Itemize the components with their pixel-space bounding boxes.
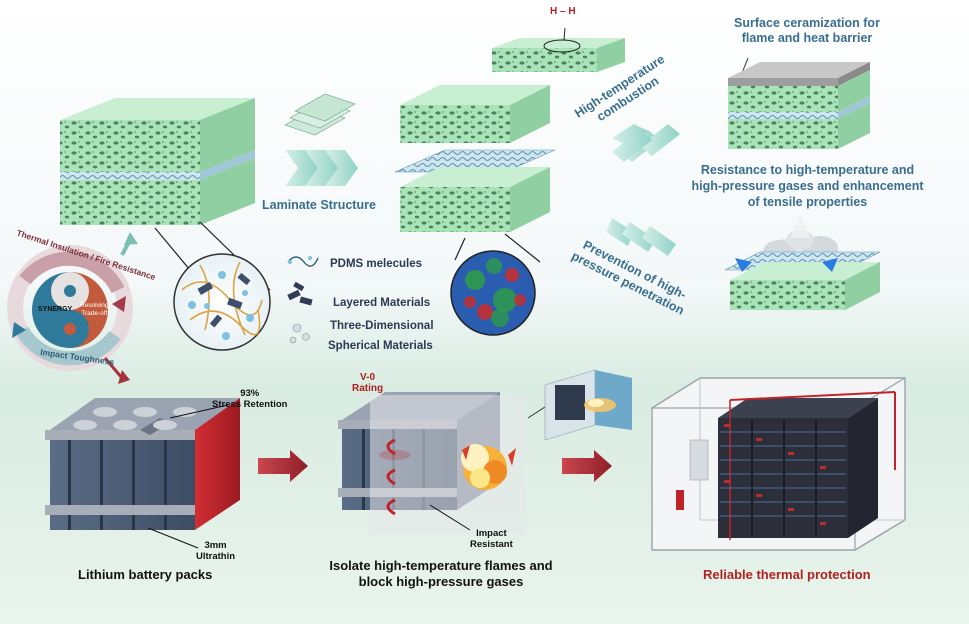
reliable-caption: Reliable thermal protection [703, 567, 871, 582]
battery-caption: Lithium battery packs [78, 567, 213, 582]
impact-line-1: Impact [476, 528, 507, 539]
zoom-line [504, 233, 541, 263]
ultrathin-mm: 3mm [204, 540, 227, 551]
zoom-line [154, 227, 191, 271]
ceramization-line-1: Surface ceramization for [734, 16, 880, 30]
resolving-label: Resolving Trade-off [80, 302, 109, 318]
impact-line-2: Resistant [470, 539, 513, 550]
pdms-label: PDMS melecules [330, 258, 423, 270]
isolate-line-2: block high-pressure gases [358, 574, 524, 589]
ceramization-line-2: flame and heat barrier [741, 31, 873, 45]
isolate-line-1: Isolate high-temperature flames and [329, 558, 553, 573]
foam-piece-hydrogen [492, 27, 625, 72]
pressure-resistant-block [724, 215, 881, 310]
callout-line [429, 504, 471, 531]
callout-line [147, 527, 199, 549]
zoom-line [454, 237, 466, 261]
spherical-label: Spherical Materials [328, 340, 433, 352]
red-arrow-1 [258, 450, 308, 482]
laminate-sheets-icon [284, 93, 356, 136]
spherical-materials-icon [289, 323, 310, 344]
energy-storage-container [651, 377, 906, 551]
ceramized-foam-block [728, 57, 870, 149]
callout-line [169, 404, 229, 419]
hydrogen-label: H – H [550, 6, 576, 17]
resolving-line-1: Resolving [80, 302, 109, 309]
resistance-line-1: Resistance to high-temperature and [700, 163, 915, 177]
chevron-arrows-combustion [612, 124, 680, 162]
battery-pack-left [45, 398, 240, 530]
stress-text: Stress Retention [212, 399, 288, 410]
battery-pack-shielded [338, 392, 525, 535]
resistance-line-3: of tensile properties [747, 195, 868, 209]
layered-label: Layered Materials [333, 297, 431, 309]
ceramization-label: Surface ceramization for flame and heat … [712, 16, 902, 46]
three-d-label: Three-Dimensional [330, 320, 434, 332]
synergy-label: SYNERGY [38, 306, 73, 313]
v0-line-1: V-0 [360, 372, 376, 383]
resolving-line-2: Trade-off [81, 310, 108, 317]
synergy-ring [7, 245, 133, 371]
stress-retention-label: 93% Stress Retention [212, 388, 288, 410]
laminate-label: Laminate Structure [262, 198, 376, 212]
chevron-arrows-right [285, 150, 358, 186]
foam-laminate-block-left [60, 98, 255, 225]
stress-pct: 93% [240, 388, 260, 399]
arrow-down-shaft [103, 357, 124, 379]
v0-rating-label: V-0 Rating [352, 372, 383, 394]
arrow-up-shaft [120, 237, 133, 256]
chevron-arrows-penetration [606, 218, 676, 256]
ultrathin-text: Ultrathin [196, 551, 236, 562]
exploded-laminate [394, 85, 556, 232]
resistance-label: Resistance to high-temperature and high-… [675, 162, 940, 210]
v0-line-2: Rating [352, 383, 384, 394]
battery-rack-grid [720, 420, 846, 536]
ultrathin-label: 3mm Ultrathin [196, 540, 235, 562]
arrow-down-icon [118, 370, 130, 384]
isolate-caption: Isolate high-temperature flames and bloc… [318, 558, 564, 590]
pdms-molecule-icon [287, 256, 319, 267]
3d-network-sphere [450, 250, 536, 336]
layered-materials-icon [287, 281, 313, 306]
fire-test-inset [527, 369, 632, 441]
impact-resistant-label: Impact Resistant [470, 528, 513, 550]
red-arrow-2 [562, 450, 612, 482]
resistance-line-2: high-pressure gases and enhancement [691, 179, 924, 193]
composite-microstructure-circle [173, 253, 271, 351]
